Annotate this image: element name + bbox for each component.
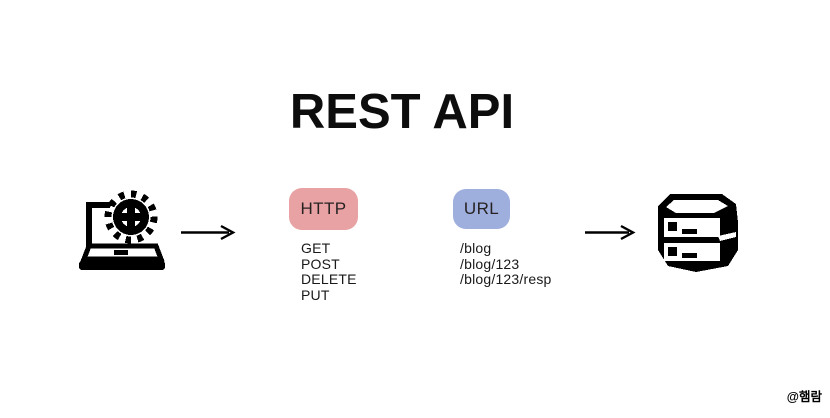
right-arrow-icon-svg — [181, 224, 236, 241]
credit-handle: @햄람 — [786, 390, 822, 404]
database-server-icon — [656, 192, 740, 274]
http-badge: HTTP — [289, 188, 358, 230]
url-path: /blog/123/resp — [460, 271, 552, 288]
http-method: DELETE — [301, 271, 357, 288]
http-method: PUT — [301, 286, 330, 303]
laptop-gear-icon-svg — [79, 190, 165, 270]
url-paths-list: /blog/blog/123/blog/123/resp — [460, 240, 552, 288]
url-path: /blog — [460, 240, 492, 256]
http-badge-label: HTTP — [300, 199, 347, 218]
page-title: REST API — [289, 85, 515, 139]
right-arrow-icon — [180, 224, 238, 241]
database-server-icon-svg — [658, 194, 738, 272]
url-badge: URL — [453, 189, 510, 229]
http-method: POST — [301, 255, 340, 272]
url-badge-label: URL — [463, 199, 500, 218]
right-arrow-icon-svg — [585, 224, 636, 241]
laptop-gear-icon — [77, 189, 167, 277]
right-arrow-icon — [584, 224, 642, 241]
url-path: /blog/123 — [460, 255, 520, 272]
http-method: GET — [301, 240, 331, 256]
